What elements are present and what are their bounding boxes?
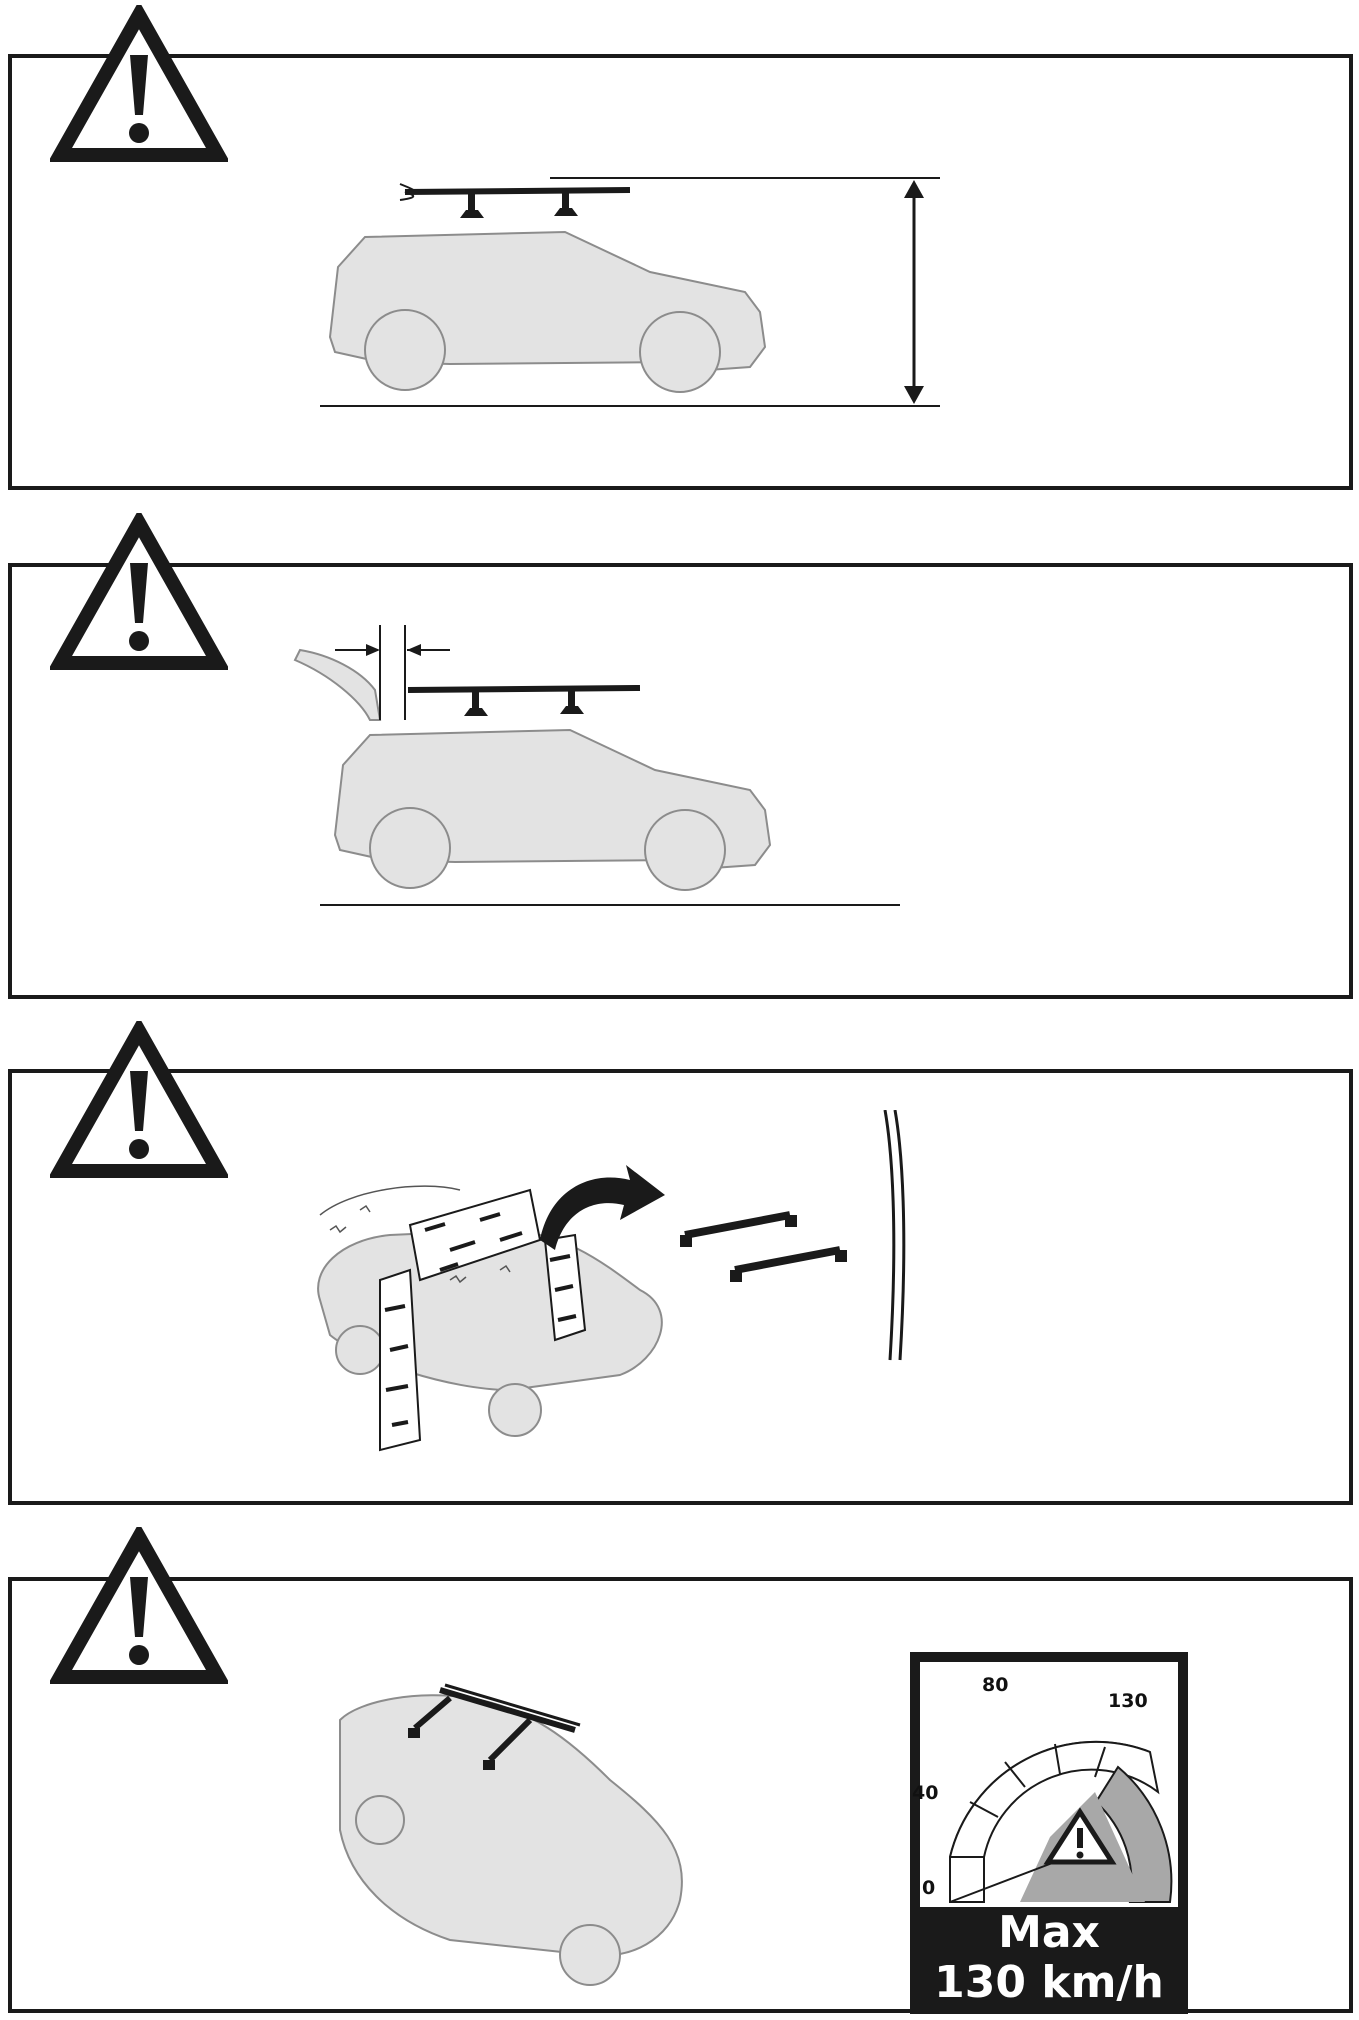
- speedometer-gauge: [910, 1652, 1188, 2014]
- warning-triangle-icon: [50, 513, 228, 673]
- height-arrow: [904, 180, 924, 404]
- roof-bars: [408, 1683, 581, 1770]
- tick-label-130: 130: [1108, 1690, 1148, 1712]
- panel-height-clearance: [8, 54, 1353, 490]
- warning-triangle-icon: [1043, 1807, 1117, 1865]
- warning-triangle-icon: [50, 1527, 228, 1687]
- tick-label-80: 80: [982, 1674, 1009, 1696]
- roof-rack: [407, 685, 641, 716]
- warning-triangle-icon: [50, 1021, 228, 1181]
- sedan-silhouette: [317, 1228, 663, 1437]
- tick-label-0: 0: [922, 1877, 936, 1899]
- sedan-with-roof-bars-illustration: [339, 1683, 683, 1986]
- roof-rack: [399, 183, 631, 218]
- speed-limit-line2: 130 km/h: [934, 1957, 1164, 2008]
- car-under-trees-illustration: [317, 1110, 906, 1452]
- panel-remove-when-not-in-use: [8, 1069, 1353, 1505]
- warning-triangle-icon: [50, 5, 228, 165]
- car-height-illustration: [320, 177, 940, 407]
- removed-skis: [883, 1110, 906, 1361]
- speed-limit-label: Max 130 km/h: [910, 1908, 1188, 2008]
- removed-roof-bars: [680, 1211, 847, 1282]
- tick-label-40: 40: [912, 1782, 939, 1804]
- curved-arrow: [540, 1165, 665, 1250]
- clearance-gap-arrows: [335, 625, 450, 720]
- speed-limit-line1: Max: [998, 1907, 1100, 1958]
- speed-limit-sign: 0 40 80 130 Max 130 km/h: [910, 1652, 1188, 2014]
- open-tailgate: [293, 648, 382, 721]
- fallen-tree: [319, 1185, 587, 1452]
- tailgate-clearance-illustration: [293, 625, 900, 906]
